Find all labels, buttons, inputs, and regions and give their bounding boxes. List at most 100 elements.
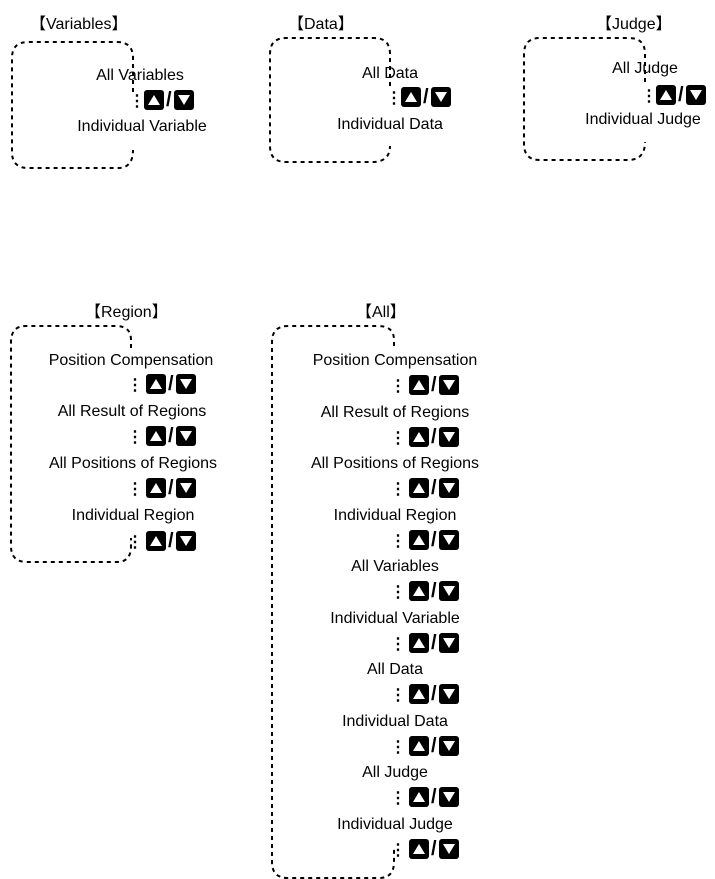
- down-key-icon[interactable]: [438, 787, 459, 807]
- judge-title: 【Judge】: [596, 16, 672, 33]
- region-keys-0[interactable]: /: [146, 374, 196, 394]
- all-item-2: All Positions of Regions: [310, 455, 480, 472]
- up-key-icon[interactable]: [144, 90, 164, 110]
- all-item-5: Individual Variable: [330, 609, 460, 627]
- region-title: 【Region】: [85, 304, 168, 321]
- all-sep-3: ⋮: [390, 532, 406, 550]
- down-key-icon[interactable]: [438, 529, 459, 550]
- down-key-icon[interactable]: [685, 85, 706, 105]
- all-title: 【All】: [356, 304, 406, 321]
- all-sep-9: ⋮: [390, 841, 406, 859]
- region-keys-1[interactable]: /: [146, 426, 196, 446]
- down-key-icon[interactable]: [430, 87, 451, 107]
- down-key-icon[interactable]: [438, 581, 459, 601]
- judge-loop: [523, 37, 646, 161]
- up-key-icon[interactable]: [409, 684, 429, 704]
- all-sep-6: ⋮: [390, 687, 406, 704]
- all-sep-5: ⋮: [390, 635, 406, 653]
- down-key-icon[interactable]: [175, 478, 196, 498]
- slash-separator: /: [168, 425, 174, 447]
- all-item-0: Position Compensation: [312, 352, 478, 369]
- all-item-4: All Variables: [351, 558, 439, 575]
- region-keys-2[interactable]: /: [146, 478, 196, 498]
- all-keys-8[interactable]: /: [409, 787, 459, 807]
- down-key-icon[interactable]: [175, 531, 196, 551]
- slash-separator: /: [431, 734, 437, 757]
- all-keys-6[interactable]: /: [409, 684, 459, 704]
- data-loop: [269, 37, 391, 163]
- region-loop: [10, 325, 132, 563]
- up-key-icon[interactable]: [409, 529, 429, 550]
- slash-separator: /: [431, 425, 437, 448]
- all-keys-5[interactable]: /: [409, 631, 459, 654]
- all-keys-0[interactable]: /: [409, 375, 459, 395]
- slash-separator: /: [431, 786, 437, 808]
- up-key-icon[interactable]: [409, 787, 429, 807]
- slash-separator: /: [431, 477, 437, 499]
- data-sep: ⋮: [386, 90, 402, 107]
- slash-separator: /: [431, 580, 437, 602]
- up-key-icon[interactable]: [409, 478, 429, 498]
- down-key-icon[interactable]: [438, 684, 459, 704]
- up-key-icon[interactable]: [401, 87, 421, 107]
- down-key-icon[interactable]: [438, 375, 459, 395]
- all-item-3: Individual Region: [333, 506, 457, 524]
- down-key-icon[interactable]: [438, 426, 459, 447]
- all-sep-1: ⋮: [390, 429, 406, 447]
- all-keys-2[interactable]: /: [409, 478, 459, 498]
- all-keys-7[interactable]: /: [409, 734, 459, 757]
- down-key-icon[interactable]: [438, 735, 459, 756]
- all-keys-4[interactable]: /: [409, 581, 459, 601]
- region-item-0: Position Compensation: [48, 352, 214, 369]
- variables-item-all: All Variables: [96, 67, 184, 84]
- up-key-icon[interactable]: [146, 374, 166, 394]
- slash-separator: /: [423, 86, 429, 108]
- up-key-icon[interactable]: [656, 85, 676, 105]
- data-keys[interactable]: /: [401, 87, 451, 107]
- down-key-icon[interactable]: [438, 632, 459, 653]
- up-key-icon[interactable]: [409, 735, 429, 756]
- down-key-icon[interactable]: [438, 838, 459, 859]
- slash-separator: /: [431, 631, 437, 654]
- all-sep-0: ⋮: [390, 378, 406, 395]
- slash-separator: /: [678, 84, 684, 106]
- up-key-icon[interactable]: [146, 426, 166, 446]
- region-sep-0: ⋮: [127, 377, 143, 394]
- all-keys-1[interactable]: /: [409, 425, 459, 448]
- slash-separator: /: [168, 477, 174, 499]
- judge-keys[interactable]: /: [656, 85, 706, 105]
- all-keys-3[interactable]: /: [409, 529, 459, 550]
- up-key-icon[interactable]: [409, 632, 429, 653]
- judge-item-individual: Individual Judge: [585, 111, 701, 128]
- down-key-icon[interactable]: [175, 426, 196, 446]
- region-keys-3[interactable]: /: [146, 531, 196, 551]
- up-key-icon[interactable]: [146, 531, 166, 551]
- slash-separator: /: [166, 89, 172, 111]
- up-key-icon[interactable]: [409, 581, 429, 601]
- judge-item-all: All Judge: [612, 60, 678, 77]
- slash-separator: /: [431, 837, 437, 860]
- up-key-icon[interactable]: [146, 478, 166, 498]
- all-sep-2: ⋮: [390, 481, 406, 498]
- all-keys-9[interactable]: /: [409, 837, 459, 860]
- region-sep-3: ⋮: [127, 534, 143, 551]
- all-sep-7: ⋮: [390, 738, 406, 756]
- down-key-icon[interactable]: [173, 90, 194, 110]
- region-sep-1: ⋮: [127, 429, 143, 446]
- variables-keys[interactable]: /: [144, 90, 194, 110]
- up-key-icon[interactable]: [409, 838, 429, 859]
- all-item-6: All Data: [366, 661, 424, 678]
- down-key-icon[interactable]: [175, 374, 196, 394]
- all-sep-8: ⋮: [390, 790, 406, 807]
- judge-sep: ⋮: [641, 88, 657, 105]
- up-key-icon[interactable]: [409, 426, 429, 447]
- all-item-9: Individual Judge: [337, 815, 453, 833]
- variables-loop: [11, 41, 134, 169]
- up-key-icon[interactable]: [409, 375, 429, 395]
- variables-sep: ⋮: [129, 93, 145, 110]
- slash-separator: /: [168, 530, 174, 552]
- down-key-icon[interactable]: [438, 478, 459, 498]
- variables-item-individual: Individual Variable: [77, 118, 207, 135]
- all-item-7: Individual Data: [342, 712, 448, 730]
